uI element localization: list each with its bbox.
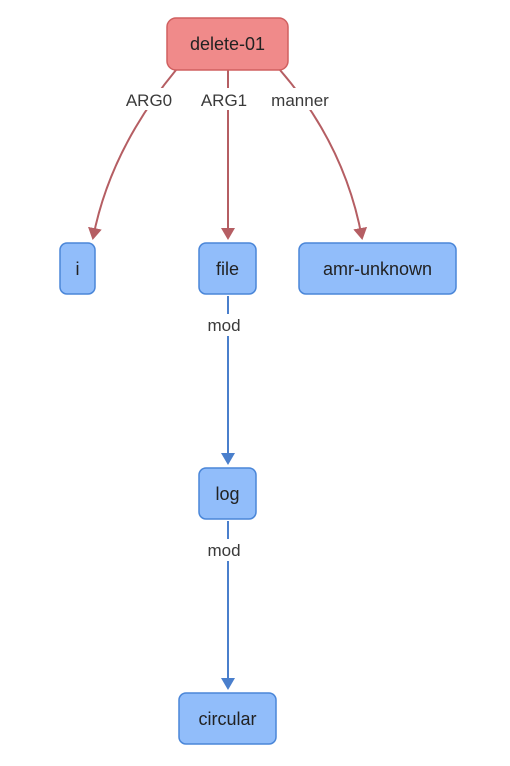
- edge-label-file-log-mod: mod: [207, 316, 240, 335]
- edge-label-arg0: ARG0: [126, 91, 172, 110]
- node-file[interactable]: file: [198, 242, 257, 295]
- node-label-file: file: [216, 259, 239, 279]
- node-label-amr-unknown: amr-unknown: [323, 259, 432, 279]
- node-circular[interactable]: circular: [178, 692, 277, 745]
- node-delete-01[interactable]: delete-01: [166, 17, 289, 71]
- node-label-i: i: [76, 259, 80, 279]
- node-label-log: log: [215, 484, 239, 504]
- edge-label-log-circular-mod: mod: [207, 541, 240, 560]
- node-i[interactable]: i: [59, 242, 96, 295]
- node-amr-unknown[interactable]: amr-unknown: [298, 242, 457, 295]
- node-label-circular: circular: [198, 709, 256, 729]
- edge-label-manner: manner: [271, 91, 329, 110]
- node-log[interactable]: log: [198, 467, 257, 520]
- edge-label-arg1: ARG1: [201, 91, 247, 110]
- node-label-delete-01: delete-01: [190, 34, 265, 54]
